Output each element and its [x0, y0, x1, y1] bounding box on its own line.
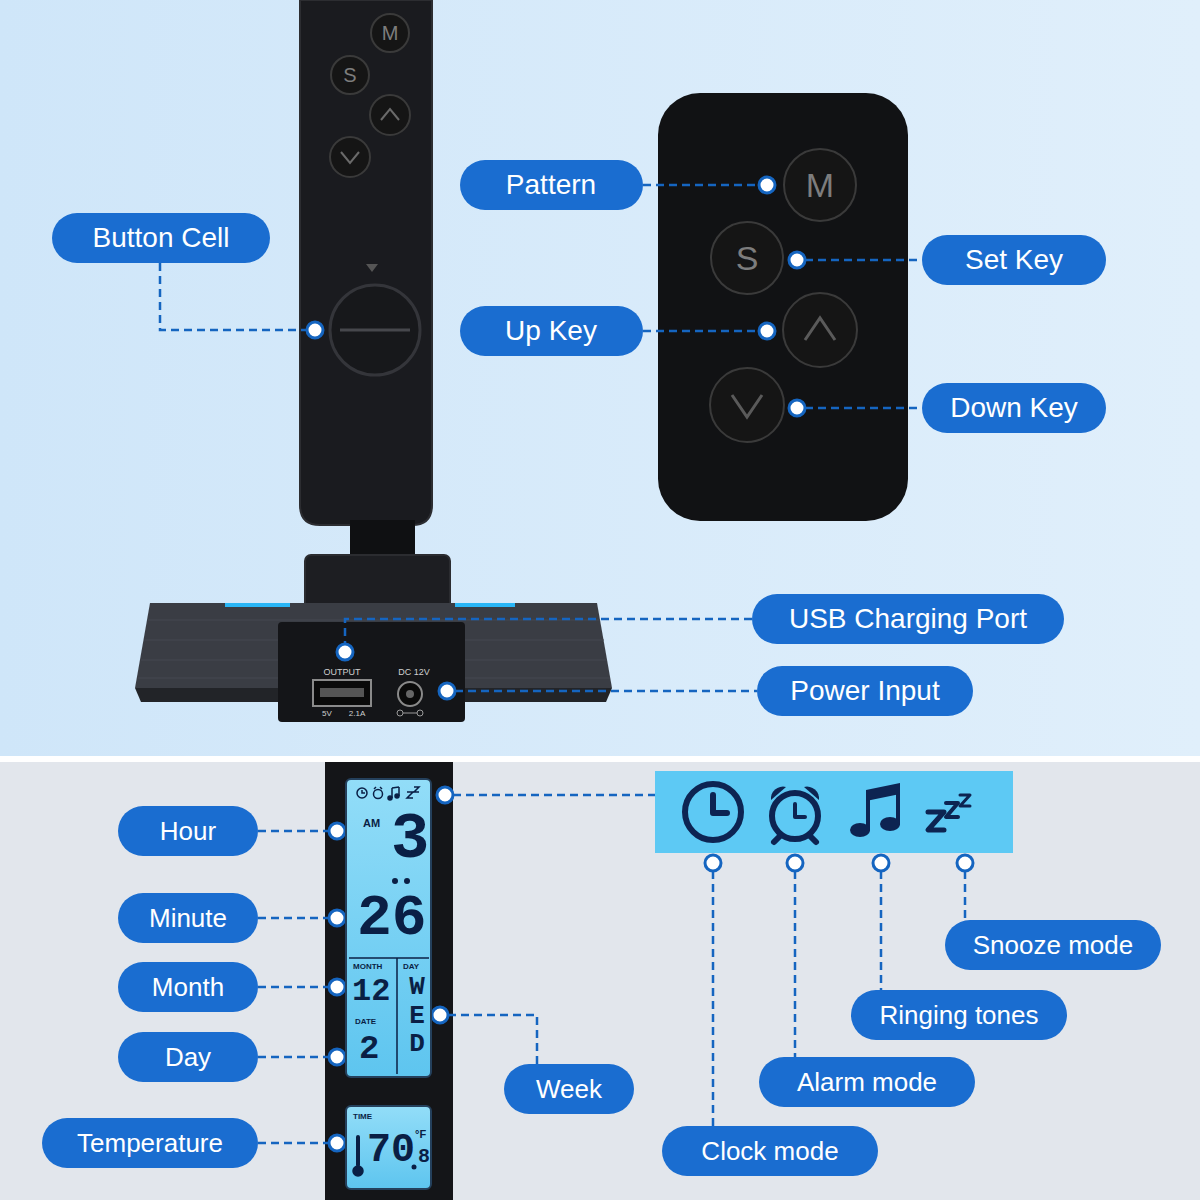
callout-pill: Month [118, 962, 258, 1012]
callout-label: Up Key [505, 316, 597, 347]
callout-label: Button Cell [93, 223, 230, 254]
callout-label: Power Input [790, 676, 939, 707]
callout-pill: Up Key [460, 306, 643, 356]
port-marking: OUTPUT [324, 668, 361, 677]
callout-label: Alarm mode [797, 1068, 937, 1097]
button-key: M [370, 13, 410, 53]
callout-pill: Button Cell [52, 213, 270, 263]
callout-label: USB Charging Port [789, 604, 1027, 635]
callout-label: Hour [160, 817, 216, 846]
port-marking: DC 12V [398, 668, 430, 677]
callout-pill: Set Key [922, 235, 1106, 285]
lcd-reading: WED [404, 973, 430, 1059]
callout-pill: Ringing tones [851, 990, 1067, 1040]
button-key: M [783, 148, 857, 222]
callout-label: Minute [149, 904, 227, 933]
callout-label: Set Key [965, 245, 1063, 276]
callout-pill: Snooze mode [945, 920, 1161, 970]
lcd-reading: 12 [352, 976, 390, 1008]
port-marking: 2.1A [349, 710, 365, 718]
callout-pill: Hour [118, 806, 258, 856]
lcd-reading: AM [363, 818, 380, 829]
callout-pill: USB Charging Port [752, 594, 1064, 644]
callout-label: Temperature [77, 1129, 223, 1158]
callout-label: Down Key [950, 393, 1078, 424]
callout-label: Day [165, 1043, 211, 1072]
callout-pill: Pattern [460, 160, 643, 210]
port-marking: 5V [322, 710, 332, 718]
callout-label: Month [152, 973, 224, 1002]
callout-label: Ringing tones [880, 1001, 1039, 1030]
key-letter: S [343, 65, 356, 85]
lcd-reading: 3 [391, 808, 429, 872]
button-key: S [330, 55, 370, 95]
lcd-reading: 70 [367, 1131, 415, 1171]
callout-label: Clock mode [701, 1137, 838, 1166]
callout-label: Week [536, 1075, 602, 1104]
lcd-reading: 26 [357, 890, 427, 948]
callout-label: Snooze mode [973, 931, 1133, 960]
lcd-reading: 2 [359, 1032, 379, 1066]
lcd-screen: AM 3 26MONTH DAY 12 WED DATE 2 [345, 778, 432, 1078]
callout-pill: Down Key [922, 383, 1106, 433]
key-letter: M [806, 168, 834, 202]
callout-label: Pattern [506, 170, 596, 201]
key-letter: M [382, 23, 399, 43]
callout-pill: Alarm mode [759, 1057, 975, 1107]
lcd-reading: DAY [403, 963, 419, 971]
lcd-reading: °F [415, 1129, 426, 1140]
callout-pill: Temperature [42, 1118, 258, 1168]
lcd-reading: 8 [418, 1147, 430, 1167]
callout-pill: Minute [118, 893, 258, 943]
lcd-reading: MONTH [353, 963, 382, 971]
callout-pill: Week [504, 1064, 634, 1114]
callout-pill: Clock mode [662, 1126, 878, 1176]
callout-pill: Day [118, 1032, 258, 1082]
key-letter: S [736, 241, 759, 275]
callout-pill: Power Input [757, 666, 973, 716]
lcd-reading: TIME [353, 1113, 372, 1121]
lcd-reading: DATE [355, 1018, 376, 1026]
lcd-screen: TIME 70°F 8 [345, 1105, 432, 1190]
button-key: S [710, 221, 784, 295]
